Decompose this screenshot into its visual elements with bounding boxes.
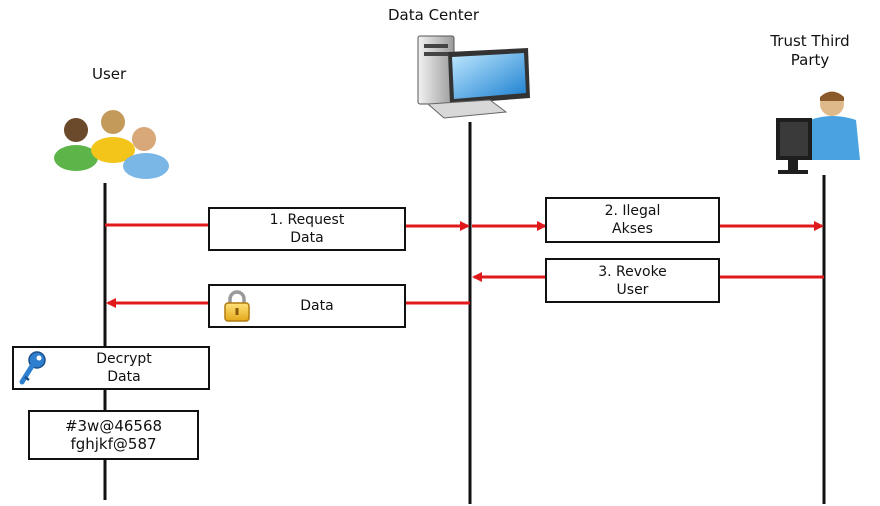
ilegal-message-line2: Akses bbox=[612, 221, 653, 237]
decrypt-line2: Data bbox=[107, 369, 141, 385]
ilegal-akses-message: 2. Ilegal Akses bbox=[545, 197, 720, 243]
revoke-message-line1: 3. Revoke bbox=[598, 263, 667, 280]
ciphertext-box: #3w@46568 fghjkf@587 bbox=[28, 410, 199, 460]
key-icon bbox=[19, 351, 46, 385]
data-message-label: Data bbox=[300, 298, 334, 314]
server-computer-icon bbox=[417, 35, 530, 119]
trust-third-party-label-line2: Party bbox=[790, 51, 830, 69]
trust-third-party-actor-label: Trust Third Party bbox=[755, 32, 865, 70]
request-data-message: 1. Request Data bbox=[208, 207, 406, 251]
users-group-icon bbox=[54, 110, 169, 179]
revoke-message-line2: User bbox=[616, 281, 649, 298]
request-message-line2: Data bbox=[290, 230, 324, 246]
decrypt-line1: Decrypt bbox=[96, 351, 152, 367]
user-actor-label: User bbox=[92, 65, 127, 83]
lock-icon bbox=[224, 290, 250, 322]
ciphertext-line2: fghjkf@587 bbox=[70, 435, 157, 453]
ciphertext-line1: #3w@46568 bbox=[64, 417, 163, 435]
person-at-computer-icon bbox=[776, 91, 860, 174]
ilegal-message-line1: 2. Ilegal bbox=[604, 203, 661, 219]
revoke-user-message: 3. Revoke User bbox=[545, 258, 720, 303]
trust-third-party-label-line1: Trust Third bbox=[770, 32, 850, 50]
data-center-actor-label: Data Center bbox=[388, 6, 480, 24]
decrypt-data-box: Decrypt Data bbox=[12, 346, 210, 390]
request-message-line1: 1. Request bbox=[269, 212, 345, 228]
